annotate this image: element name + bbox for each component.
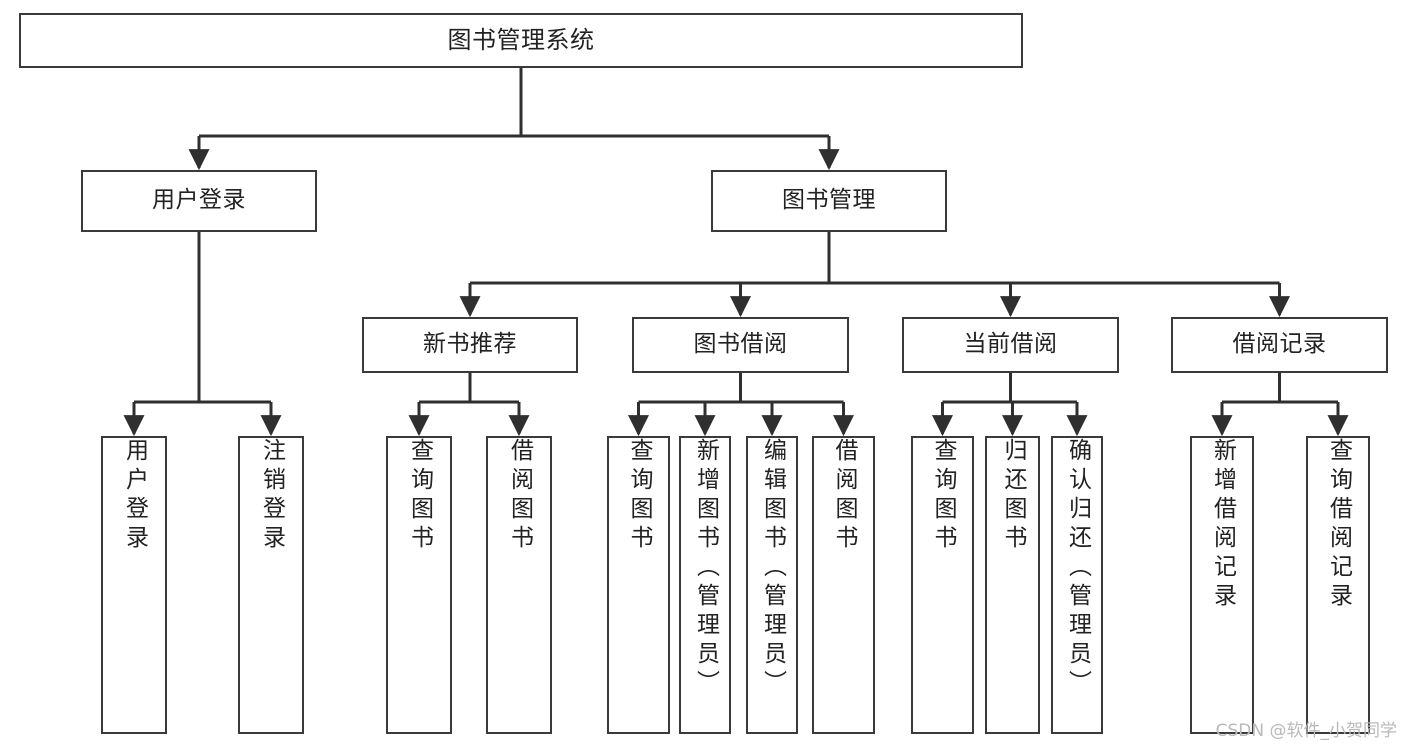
leaf-leaf-query-book-rec-label: 查询图书: [406, 438, 433, 554]
leaf-leaf-borrow-book-rec[interactable]: 借阅图书: [486, 436, 552, 734]
node-new-book-recommend[interactable]: 新书推荐: [362, 317, 578, 373]
node-root-label: 图书管理系统: [447, 26, 595, 55]
node-borrow-record[interactable]: 借阅记录: [1171, 317, 1388, 373]
leaf-leaf-borrow-book[interactable]: 借阅图书: [812, 436, 875, 734]
node-book-management[interactable]: 图书管理: [711, 170, 947, 232]
leaf-leaf-query-borrow-record[interactable]: 查询借阅记录: [1306, 436, 1370, 734]
node-current-borrow[interactable]: 当前借阅: [902, 317, 1119, 373]
leaf-leaf-confirm-return-admin-label: 确认归还（管理员）: [1064, 438, 1091, 699]
leaf-leaf-user-login[interactable]: 用户登录: [101, 436, 167, 734]
leaf-leaf-borrow-book-label: 借阅图书: [831, 438, 857, 554]
leaf-leaf-add-book-admin-label: 新增图书（管理员）: [692, 438, 719, 699]
leaf-leaf-query-book-rec[interactable]: 查询图书: [386, 436, 452, 734]
leaf-leaf-add-borrow-record[interactable]: 新增借阅记录: [1190, 436, 1254, 734]
node-current-borrow-label: 当前借阅: [963, 331, 1058, 358]
node-user-login[interactable]: 用户登录: [81, 170, 317, 232]
node-user-login-label: 用户登录: [152, 187, 246, 214]
leaf-leaf-logout-login[interactable]: 注销登录: [238, 436, 304, 734]
leaf-leaf-add-book-admin[interactable]: 新增图书（管理员）: [679, 436, 731, 734]
leaf-leaf-query-borrow-record-label: 查询借阅记录: [1325, 438, 1352, 612]
leaf-leaf-logout-login-label: 注销登录: [258, 438, 285, 554]
leaf-leaf-add-borrow-record-label: 新增借阅记录: [1209, 438, 1236, 612]
leaf-leaf-user-login-label: 用户登录: [121, 438, 148, 554]
leaf-leaf-query-book-borrow[interactable]: 查询图书: [607, 436, 670, 734]
leaf-leaf-edit-book-admin[interactable]: 编辑图书（管理员）: [746, 436, 798, 734]
leaf-leaf-query-book-current[interactable]: 查询图书: [911, 436, 974, 734]
node-book-borrow[interactable]: 图书借阅: [632, 317, 849, 373]
leaf-leaf-edit-book-admin-label: 编辑图书（管理员）: [759, 438, 786, 699]
leaf-leaf-borrow-book-rec-label: 借阅图书: [506, 438, 533, 554]
leaf-leaf-return-book[interactable]: 归还图书: [985, 436, 1040, 734]
node-borrow-record-label: 借阅记录: [1232, 331, 1327, 358]
leaf-leaf-confirm-return-admin[interactable]: 确认归还（管理员）: [1051, 436, 1103, 734]
node-new-book-recommend-label: 新书推荐: [423, 331, 517, 358]
node-root[interactable]: 图书管理系统: [19, 13, 1023, 68]
leaf-leaf-query-book-current-label: 查询图书: [930, 438, 956, 554]
leaf-leaf-query-book-borrow-label: 查询图书: [626, 438, 652, 554]
node-book-management-label: 图书管理: [782, 187, 876, 214]
watermark-text: CSDN @软件_小贺同学: [1215, 721, 1397, 741]
leaf-leaf-return-book-label: 归还图书: [1000, 438, 1026, 554]
node-book-borrow-label: 图书借阅: [693, 331, 788, 358]
